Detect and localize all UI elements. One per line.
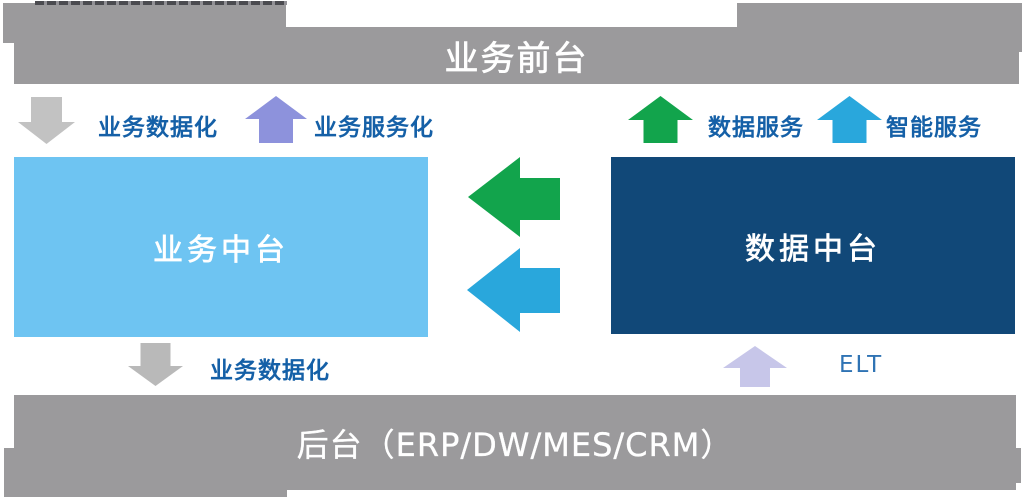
front-office-bar: 业务前台 [14,27,1019,84]
business-middle-office-box: 业务中台 [14,157,428,337]
business-middle-office-label: 业务中台 [153,233,289,269]
up-arrow-icon [628,96,693,143]
business-datafication-bottom-label: 业务数据化 [210,358,330,384]
up-arrow-icon [723,346,787,387]
left-arrow-icon [468,157,560,237]
up-arrow-icon [245,96,307,143]
left-arrow-icon [467,248,560,332]
intelligent-service-label: 智能服务 [886,115,982,141]
down-arrow-icon [18,97,75,144]
up-arrow-icon [817,96,882,143]
down-arrow-icon [128,343,183,386]
business-servicification-label: 业务服务化 [314,115,434,141]
front-office-label: 业务前台 [444,39,589,80]
back-office-label: 后台（ERP/DW/MES/CRM） [296,425,734,464]
business-datafication-label: 业务数据化 [98,115,218,141]
back-office-bar: 后台（ERP/DW/MES/CRM） [14,395,1016,490]
data-service-label: 数据服务 [708,115,804,141]
elt-label: ELT [839,352,884,378]
data-middle-office-label: 数据中台 [745,231,881,267]
data-middle-office-box: 数据中台 [611,157,1015,334]
cropped-text-strip [35,1,287,5]
